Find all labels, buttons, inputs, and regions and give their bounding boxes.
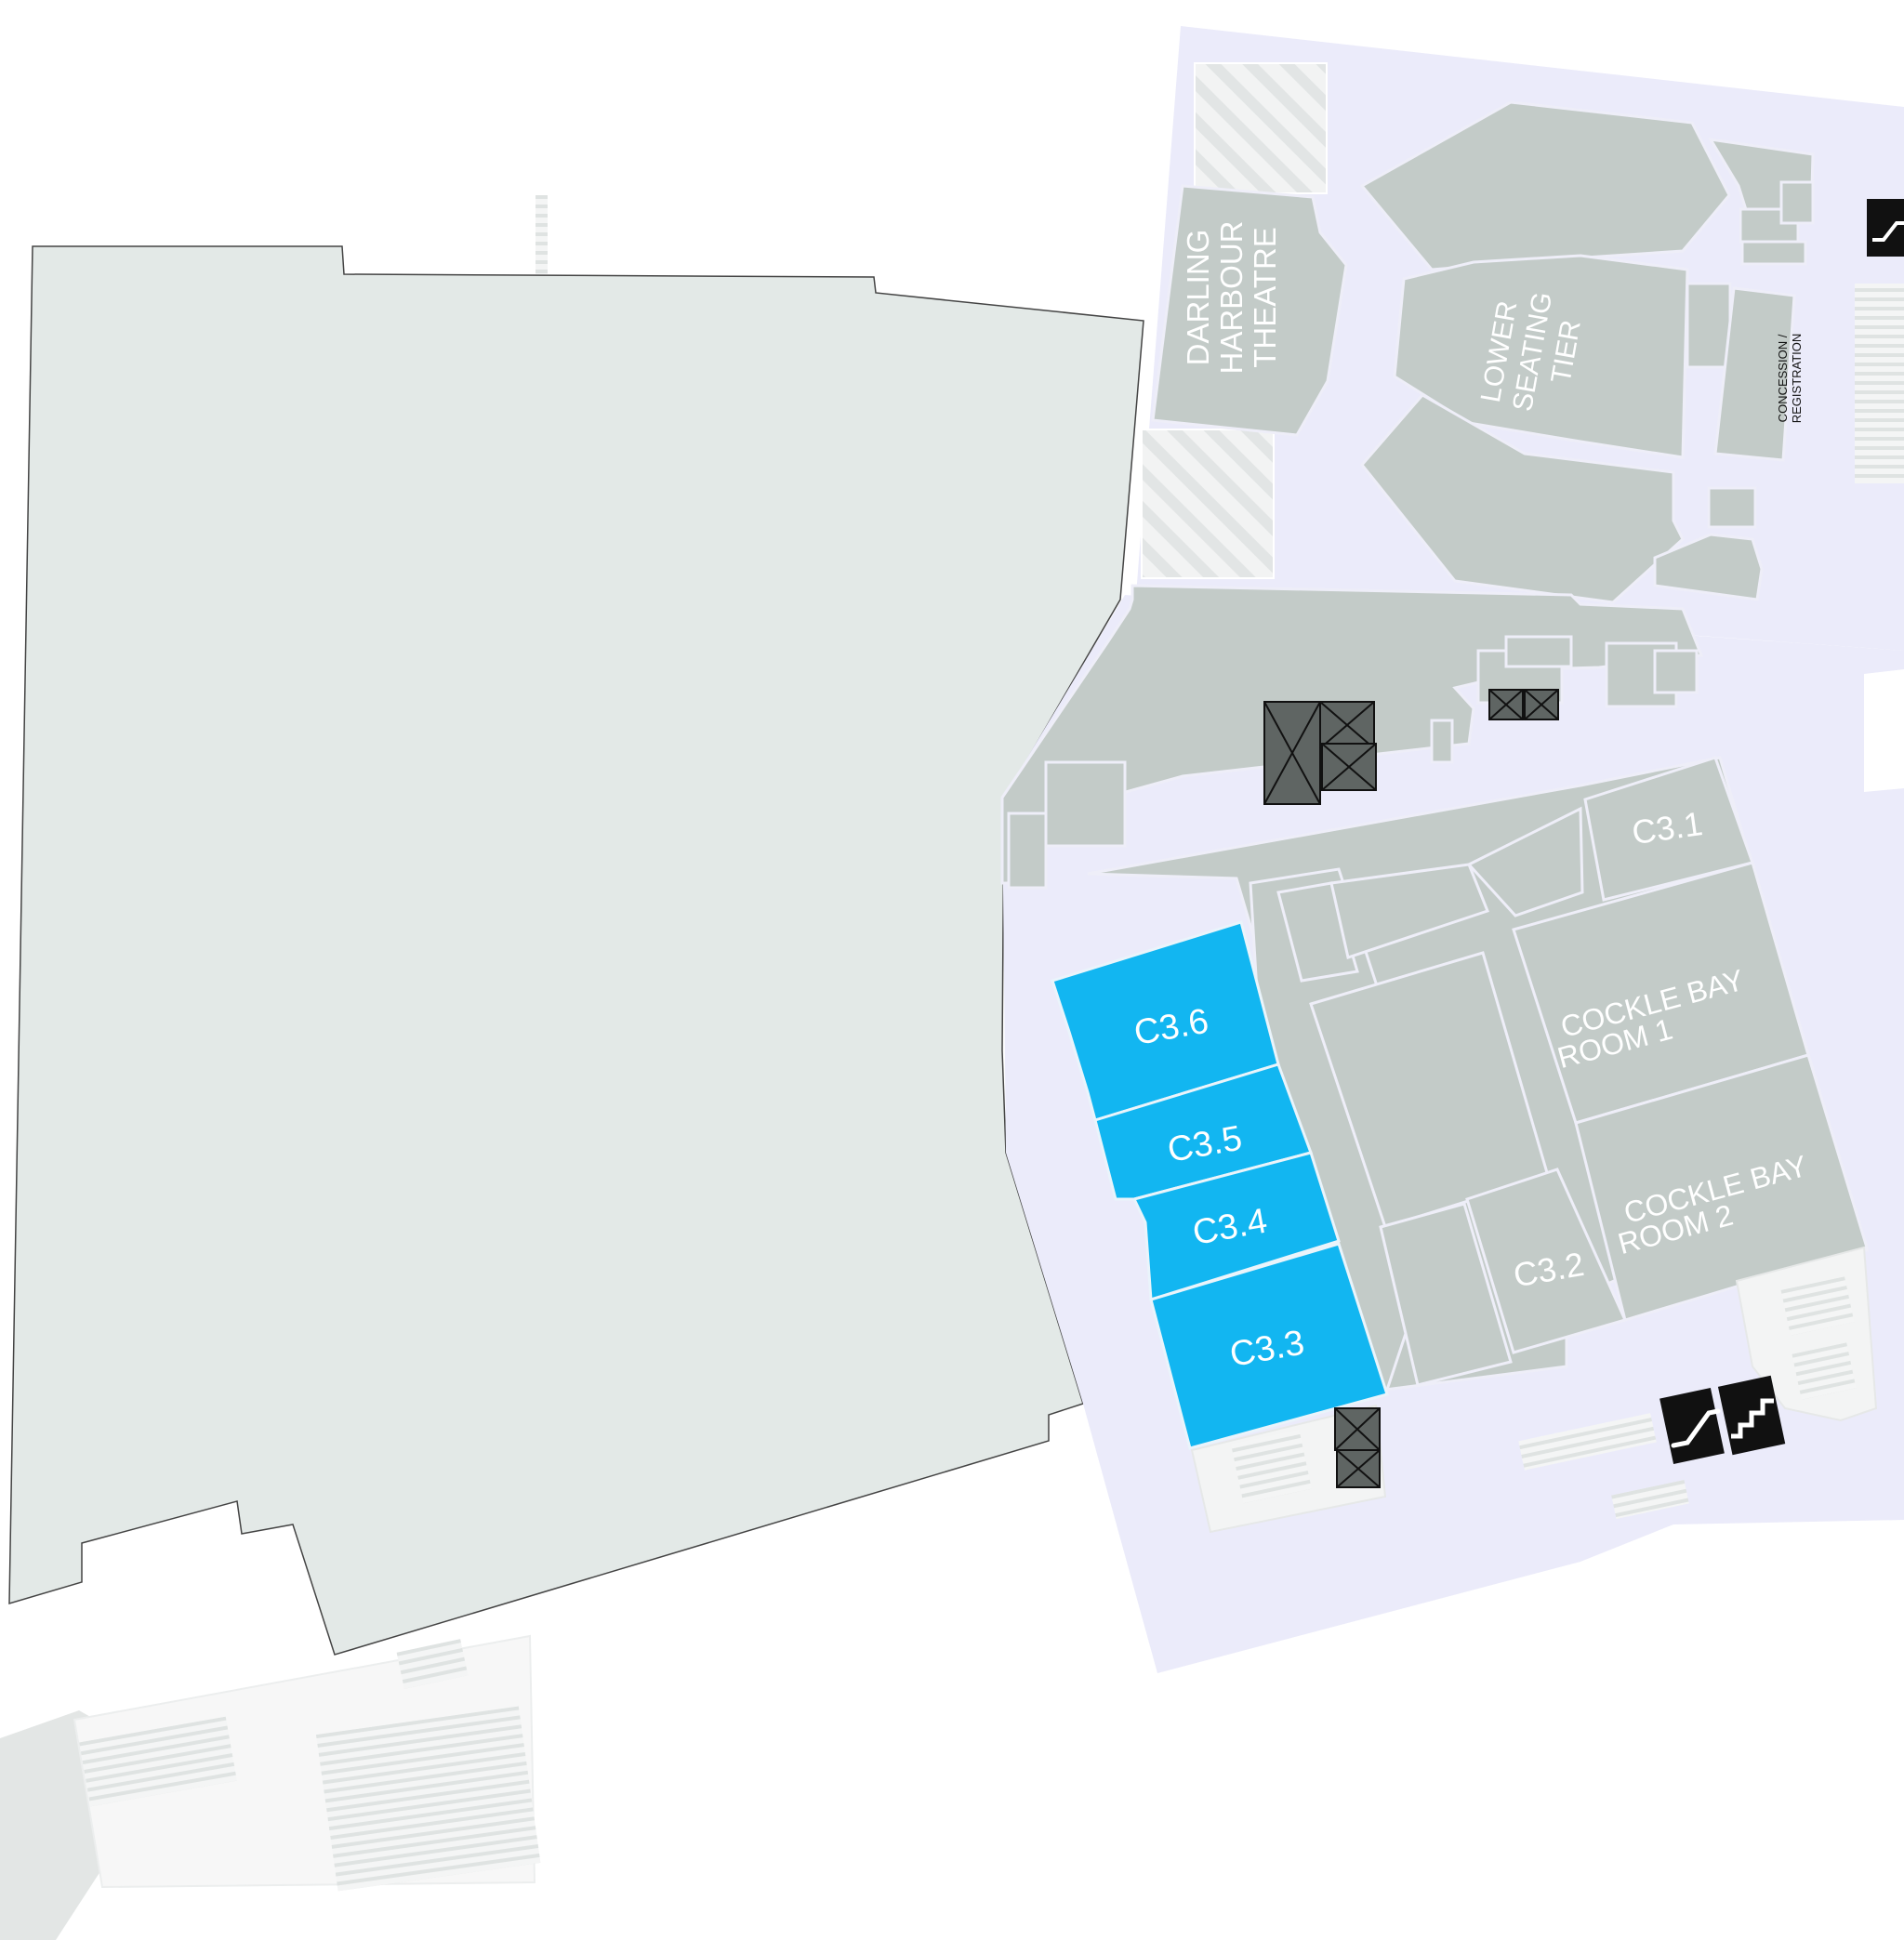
exhibition-hall	[8, 245, 1144, 1656]
concession-line-2: REGISTRATION	[1790, 334, 1804, 424]
escalator-icon	[1872, 221, 1904, 242]
concession-label: CONCESSION / REGISTRATION	[1776, 334, 1804, 424]
cockle-bay-room-2	[1574, 1053, 1869, 1322]
theatre-name-line-2: HARBOUR	[1214, 220, 1249, 374]
theatre-hatch-bottom	[1141, 429, 1275, 579]
stairs-icon	[1731, 1398, 1774, 1439]
lift-bank-small	[1488, 689, 1559, 720]
cockle-bay-stair-core	[1518, 1246, 1878, 1520]
concession-line-1: CONCESSION /	[1776, 334, 1790, 422]
rear-seating-tier	[1360, 393, 1685, 604]
room-c3-2	[1465, 1168, 1628, 1354]
theatre-name-label: DARLING HARBOUR THEATRE	[1181, 220, 1282, 374]
lower-left-concourse	[0, 1634, 541, 1940]
room-c3-3[interactable]	[1149, 1242, 1389, 1450]
escalator-icon	[1671, 1408, 1721, 1448]
lower-seating-tier	[1393, 254, 1689, 459]
theatre-hatch-top	[1194, 62, 1328, 194]
white-notch	[1864, 669, 1904, 792]
theatre-escalator-sign	[1867, 199, 1904, 257]
theatre-side-rooms	[1653, 138, 1815, 601]
vent-strip	[536, 195, 548, 274]
theatre-escalator-stairs	[1855, 284, 1904, 483]
inner-rooms	[1276, 806, 1584, 1387]
escalator-sign	[1659, 1387, 1725, 1465]
theatre-name-line-1: DARLING	[1181, 230, 1215, 366]
stairs-sign	[1717, 1375, 1786, 1456]
lift-bank-upper	[1263, 701, 1377, 805]
service-wedge-rooms	[1007, 635, 1699, 890]
theatre-name-line-3: THEATRE	[1248, 227, 1282, 368]
c3-3-stair-core	[1190, 1404, 1387, 1534]
theatre-stage-block	[1151, 184, 1348, 437]
